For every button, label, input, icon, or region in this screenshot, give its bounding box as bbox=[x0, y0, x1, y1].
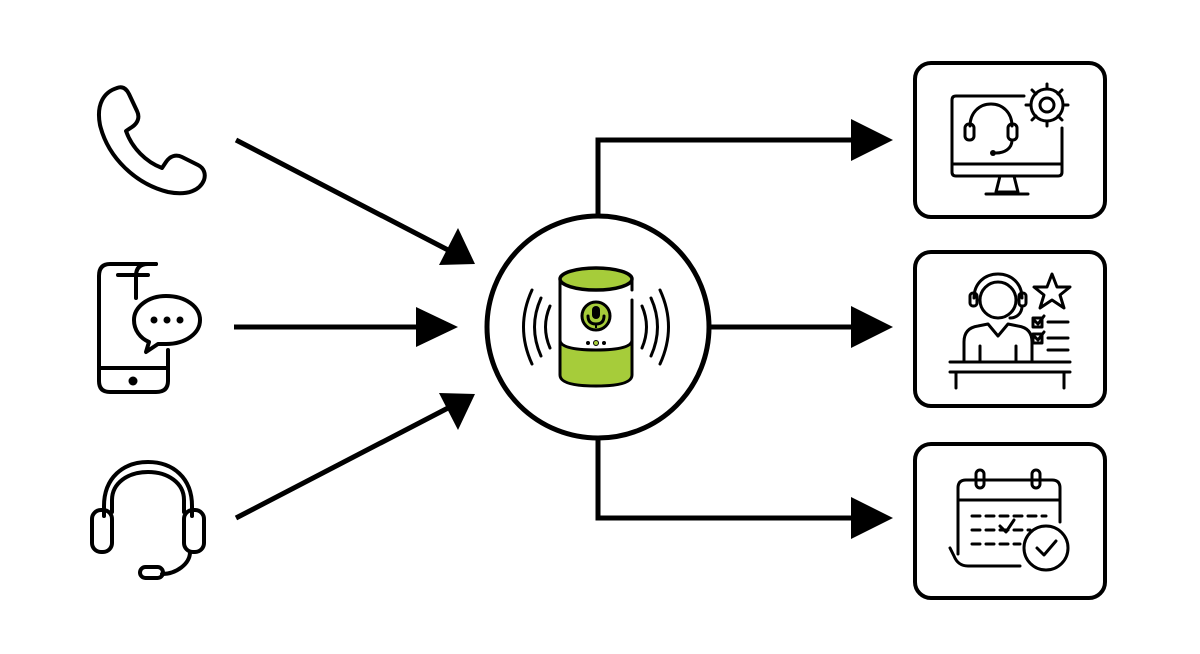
headset-icon bbox=[90, 460, 206, 580]
arrow-phone-to-hub bbox=[234, 137, 475, 265]
arrow-hub-to-monitor bbox=[595, 119, 893, 218]
arrow-chat-to-hub bbox=[234, 307, 458, 347]
monitor-support-settings-icon bbox=[950, 82, 1070, 196]
arrow-headset-to-hub bbox=[234, 393, 475, 521]
support-agent-checklist-icon bbox=[948, 272, 1072, 390]
smartphone-chat-icon bbox=[97, 262, 202, 394]
output-box-calendar bbox=[913, 442, 1107, 600]
arrow-hub-to-calendar bbox=[595, 437, 893, 539]
output-box-agent bbox=[913, 250, 1107, 408]
smart-speaker-icon bbox=[522, 266, 670, 388]
gear-icon bbox=[1024, 82, 1070, 128]
phone-icon bbox=[97, 85, 207, 196]
arrow-hub-to-agent bbox=[708, 306, 893, 348]
calendar-check-icon bbox=[948, 468, 1070, 572]
